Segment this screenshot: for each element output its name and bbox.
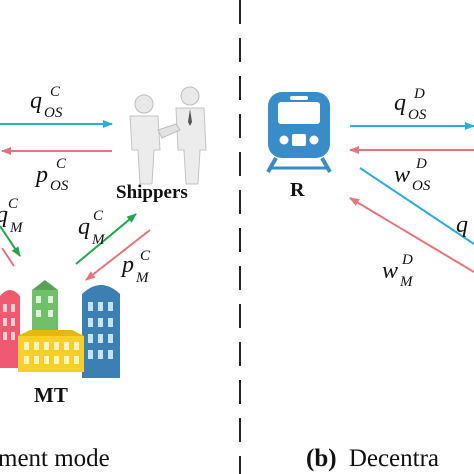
arrow-q-right-partial (359, 167, 474, 245)
svg-text:C: C (8, 196, 19, 212)
label-p-os-c: p OS C (34, 156, 69, 194)
handshake-people-icon (129, 86, 207, 185)
svg-text:C: C (93, 208, 104, 224)
svg-text:D: D (415, 156, 427, 172)
svg-text:w: w (394, 162, 410, 188)
label-q-m-c: q M C (78, 208, 106, 248)
train-icon (266, 92, 332, 173)
svg-text:OS: OS (44, 105, 63, 121)
label-q-os-d: q OS D (394, 86, 427, 123)
svg-text:C: C (50, 84, 61, 100)
label-q-right-partial: q (456, 212, 468, 238)
svg-text:M: M (9, 220, 24, 236)
arrow-p-m-c (85, 229, 151, 281)
caption-right: (b) Decentra (306, 445, 439, 472)
svg-text:p: p (34, 162, 48, 188)
svg-text:M: M (91, 232, 106, 248)
svg-text:C: C (56, 156, 67, 172)
svg-text:OS: OS (50, 178, 69, 194)
svg-text:w: w (382, 258, 398, 284)
svg-text:D: D (401, 252, 413, 268)
caption-left: ment mode (0, 445, 110, 472)
svg-text:M: M (399, 274, 414, 290)
shippers-label: Shippers (116, 182, 188, 203)
mt-label: MT (34, 383, 68, 407)
svg-text:q: q (78, 214, 90, 240)
svg-text:q: q (30, 88, 42, 114)
arrow-q-m-c-left (0, 225, 21, 257)
r-label: R (290, 179, 305, 201)
city-buildings-icon (0, 280, 120, 378)
svg-text:D: D (413, 86, 425, 102)
caption-right-text: Decentra (349, 445, 439, 472)
svg-text:M: M (135, 270, 150, 286)
caption-right-prefix: (b) (306, 445, 337, 472)
svg-text:C: C (140, 248, 151, 264)
svg-text:q: q (394, 90, 406, 116)
label-q-os-c: q OS C (30, 84, 63, 121)
svg-text:q: q (456, 212, 468, 238)
label-w-os-d: w OS D (394, 156, 431, 194)
svg-text:OS: OS (412, 178, 431, 194)
svg-text:OS: OS (408, 107, 427, 123)
arrow-q-m-c (75, 213, 137, 265)
svg-text:p: p (120, 252, 134, 278)
arrow-p-m-c-left (1, 247, 15, 267)
label-q-m-c-left: q M C (0, 196, 24, 236)
arrow-w-m-d (349, 197, 474, 273)
label-w-m-d: w M D (382, 252, 414, 290)
svg-text:q: q (0, 202, 8, 228)
label-p-m-c: p M C (120, 248, 151, 286)
